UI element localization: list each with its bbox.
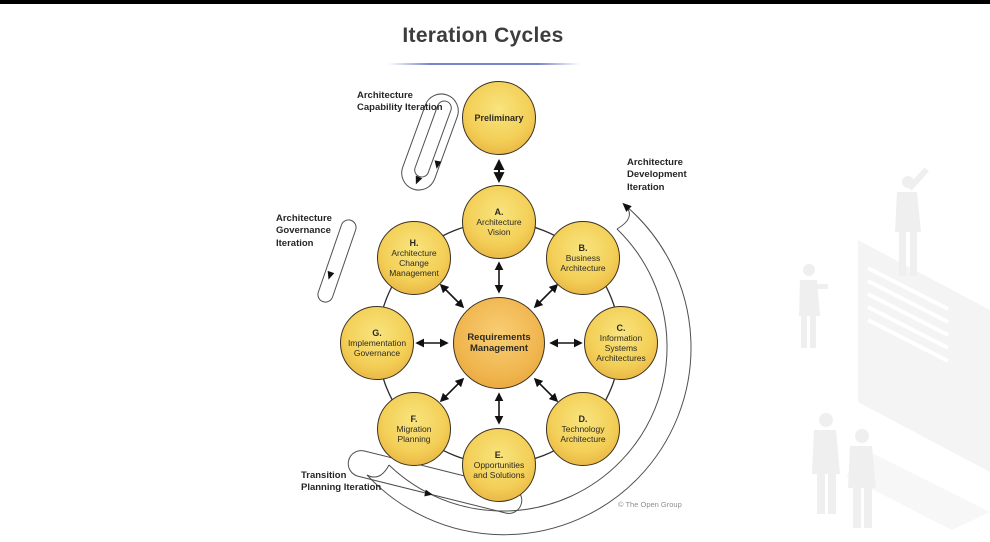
title-underline-rule bbox=[388, 63, 580, 65]
phase-letter: G. bbox=[372, 327, 382, 338]
people-silhouettes bbox=[799, 167, 929, 528]
top-black-bar bbox=[0, 0, 990, 4]
label-architecture-capability-iteration: Architecture Capability Iteration bbox=[357, 90, 443, 114]
phase-circle-c-information-systems: C. Information Systems Architectures bbox=[584, 306, 658, 380]
phase-letter: F. bbox=[410, 413, 418, 424]
phase-circle-g-implementation-governance: G. Implementation Governance bbox=[340, 306, 414, 380]
phase-letter: H. bbox=[409, 237, 419, 248]
capability-loop-arrowhead-2 bbox=[434, 160, 442, 169]
phase-name: Implementation Governance bbox=[347, 338, 407, 359]
board-floor-shadow bbox=[846, 452, 990, 530]
transition-loop-arrowhead bbox=[424, 489, 433, 497]
development-loop-arrowhead bbox=[622, 202, 632, 212]
phase-name: Migration Planning bbox=[396, 424, 432, 445]
label-transition-planning-iteration: Transition Planning Iteration bbox=[301, 470, 382, 494]
phase-letter: D. bbox=[578, 413, 588, 424]
presentation-board bbox=[858, 240, 990, 472]
phase-letter: B. bbox=[578, 242, 588, 253]
phase-circle-a-architecture-vision: A. Architecture Vision bbox=[462, 185, 536, 259]
label-architecture-governance-iteration: Architecture Governance Iteration bbox=[276, 213, 332, 249]
copyright-notice: © The Open Group bbox=[618, 500, 682, 509]
phase-letter: E. bbox=[494, 449, 504, 460]
phase-circle-b-business-architecture: B. Business Architecture bbox=[546, 221, 620, 295]
phase-name: Architecture Vision bbox=[476, 217, 522, 238]
center-circle-requirements-management: Requirements Management bbox=[453, 297, 545, 389]
label-architecture-development-iteration: Architecture Development Iteration bbox=[627, 157, 687, 193]
phase-letter: C. bbox=[616, 322, 626, 333]
page-header: Iteration Cycles bbox=[0, 24, 966, 48]
phase-circle-d-technology-architecture: D. Technology Architecture bbox=[546, 392, 620, 466]
phase-circle-f-migration-planning: F. Migration Planning bbox=[377, 392, 451, 466]
governance-loop-arrowhead bbox=[327, 270, 335, 280]
center-name: Requirements Management bbox=[467, 331, 531, 354]
capability-loop-arrowhead-1 bbox=[415, 175, 423, 185]
phase-name: Preliminary bbox=[474, 112, 524, 123]
phase-letter: A. bbox=[494, 206, 504, 217]
phase-name: Architecture Change Management bbox=[389, 248, 439, 279]
phase-name: Opportunities and Solutions bbox=[473, 460, 525, 481]
phase-circle-preliminary: Preliminary bbox=[462, 81, 536, 155]
page-title: Iteration Cycles bbox=[402, 24, 564, 47]
phase-name: Technology Architecture bbox=[560, 424, 606, 445]
phase-circle-e-opportunities-solutions: E. Opportunities and Solutions bbox=[462, 428, 536, 502]
phase-name: Information Systems Architectures bbox=[596, 333, 646, 364]
phase-name: Business Architecture bbox=[560, 253, 606, 274]
phase-circle-h-architecture-change: H. Architecture Change Management bbox=[377, 221, 451, 295]
board-stripes bbox=[867, 266, 949, 363]
